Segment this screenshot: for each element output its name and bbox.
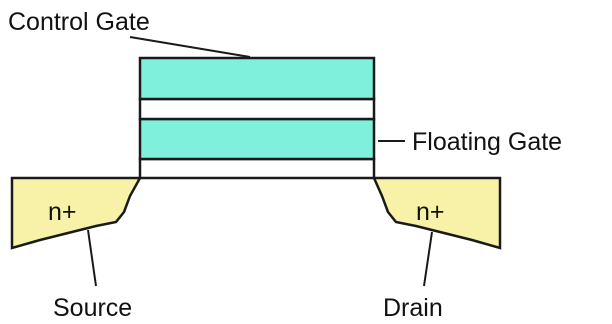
source-leader-line	[87, 229, 97, 287]
control-gate-leader-line	[129, 36, 251, 58]
drain-n-plus-label: n+	[416, 198, 445, 226]
drain-n-plus-region	[372, 176, 502, 250]
drain-label: Drain	[383, 294, 443, 322]
tunnel-oxide-layer	[138, 157, 376, 180]
drain-leader-line	[423, 231, 433, 287]
source-n-plus-region	[10, 176, 143, 250]
inter-gate-oxide-layer	[138, 97, 376, 121]
source-n-plus-label: n+	[48, 198, 77, 226]
floating-gate-layer	[138, 117, 376, 161]
control-gate-layer	[138, 56, 376, 101]
source-label: Source	[53, 294, 132, 322]
control-gate-label: Control Gate	[8, 8, 150, 36]
floating-gate-label: Floating Gate	[412, 128, 562, 156]
